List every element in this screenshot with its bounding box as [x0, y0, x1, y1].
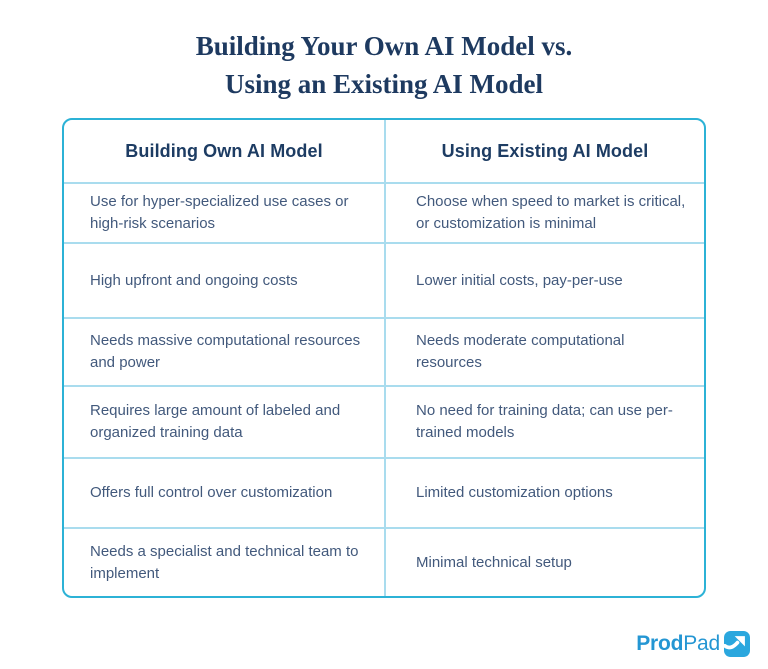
column-header-building-own: Building Own AI Model [64, 120, 384, 182]
cell-text: Offers full control over customization [90, 484, 333, 501]
cell-text: Choose when speed to market is critical,… [416, 193, 686, 232]
cell-text: Limited customization options [416, 484, 613, 501]
prodpad-logo-text-bold: Prod [636, 632, 684, 655]
table-cell-row4-left: Requires large amount of labeled and org… [64, 385, 384, 457]
prodpad-arrow-icon [724, 631, 750, 657]
cell-text: Needs massive computational resources an… [90, 332, 361, 371]
prodpad-logo-text: ProdPad [636, 631, 720, 657]
cell-text: High upfront and ongoing costs [90, 271, 298, 289]
cell-text: Minimal technical setup [416, 553, 572, 571]
cell-text: Use for hyper-specialized use cases or h… [90, 193, 349, 232]
cell-text: No need for training data; can use per-t… [416, 402, 673, 441]
cell-text: Needs moderate computational resources [416, 332, 625, 371]
table-cell-row6-right: Minimal technical setup [384, 527, 704, 596]
column-header-using-existing: Using Existing AI Model [384, 120, 704, 182]
column-header-label: Using Existing AI Model [441, 140, 649, 161]
prodpad-logo-text-regular: Pad [683, 632, 720, 655]
table-cell-row5-right: Limited customization options [384, 457, 704, 527]
table-cell-row2-right: Lower initial costs, pay-per-use [384, 242, 704, 317]
table-cell-row1-right: Choose when speed to market is critical,… [384, 182, 704, 242]
title-line-2: Using an Existing AI Model [224, 69, 544, 99]
table-cell-row3-left: Needs massive computational resources an… [64, 317, 384, 385]
page-title: Building Your Own AI Model vs. Using an … [0, 27, 768, 103]
cell-text: Lower initial costs, pay-per-use [416, 271, 623, 289]
cell-text: Requires large amount of labeled and org… [90, 402, 341, 441]
table-cell-row3-right: Needs moderate computational resources [384, 317, 704, 385]
table-cell-row4-right: No need for training data; can use per-t… [384, 385, 704, 457]
comparison-table: Building Own AI Model Using Existing AI … [62, 118, 706, 598]
table-cell-row2-left: High upfront and ongoing costs [64, 242, 384, 317]
column-header-label: Building Own AI Model [125, 140, 323, 161]
cell-text: Needs a specialist and technical team to… [90, 542, 359, 582]
table-cell-row5-left: Offers full control over customization [64, 457, 384, 527]
prodpad-logo: ProdPad [636, 631, 750, 657]
table-cell-row1-left: Use for hyper-specialized use cases or h… [64, 182, 384, 242]
title-line-1: Building Your Own AI Model vs. [195, 31, 573, 61]
table-cell-row6-left: Needs a specialist and technical team to… [64, 527, 384, 596]
